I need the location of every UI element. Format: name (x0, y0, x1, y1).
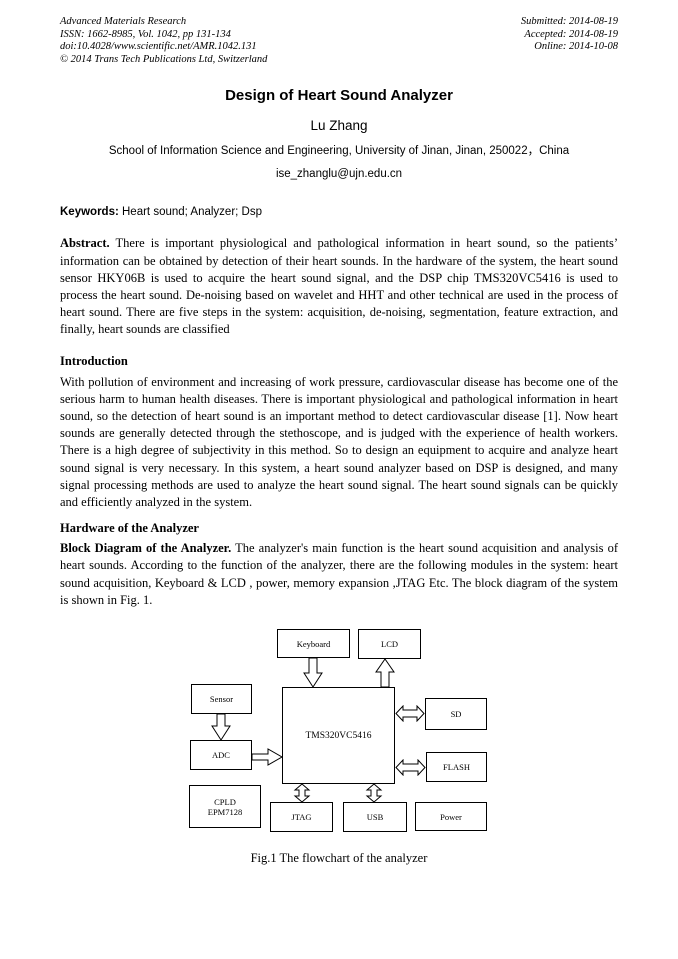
accepted-date: Accepted: 2014-08-19 (524, 28, 618, 40)
journal-info: Advanced Materials Research ISSN: 1662-8… (60, 16, 267, 66)
diagram-box-power: Power (415, 802, 487, 832)
block-diagram-text: The analyzer's main function is the hear… (60, 541, 619, 607)
introduction-paragraph: With pollution of environment and increa… (60, 374, 618, 510)
section-heading-hardware: Hardware of the Analyzer (60, 521, 199, 536)
diagram-box-cpld: CPLD EPM7128 (189, 785, 261, 829)
block-diagram-label: Block Diagram of the Analyzer. (60, 541, 232, 556)
figure-block-diagram: Keyboard LCD Sensor TMS320VC5416 SD ADC … (185, 627, 495, 837)
submission-info: Submitted: 2014-08-19 Accepted: 2014-08-… (521, 16, 618, 66)
diagram-box-sensor: Sensor (191, 684, 252, 715)
author-email: ise_zhanglu@ujn.edu.cn (275, 168, 403, 181)
abstract-label: Abstract. (60, 236, 110, 251)
diagram-box-usb: USB (343, 802, 407, 833)
paper-title: Design of Heart Sound Analyzer (225, 87, 453, 105)
page-content: Advanced Materials Research ISSN: 1662-8… (60, 16, 618, 866)
cpld-label-line2: EPM7128 (207, 806, 243, 817)
abstract-text: There is important physiological and pat… (60, 236, 618, 337)
keywords-line: Keywords: Heart sound; Analyzer; Dsp (60, 206, 618, 218)
journal-copyright: © 2014 Trans Tech Publications Ltd, Swit… (60, 53, 268, 65)
diagram-box-dsp: TMS320VC5416 (282, 687, 395, 785)
figure-caption: Fig.1 The flowchart of the analyzer (250, 851, 428, 866)
keywords-label: Keywords: (60, 206, 119, 219)
journal-issn-volume: ISSN: 1662-8985, Vol. 1042, pp 131-134 (60, 28, 231, 40)
submitted-date: Submitted: 2014-08-19 (520, 16, 618, 27)
abstract-paragraph: Abstract. There is important physiologic… (60, 235, 618, 338)
journal-name: Advanced Materials Research (60, 16, 187, 27)
arrow-dsp-usb-bidirectional-icon (365, 783, 383, 803)
diagram-box-flash: FLASH (426, 752, 487, 783)
diagram-box-lcd: LCD (358, 629, 421, 660)
online-date: Online: 2014-10-08 (534, 41, 618, 53)
cpld-label-line1: CPLD (214, 796, 236, 807)
diagram-box-keyboard: Keyboard (277, 629, 350, 659)
arrow-dsp-flash-bidirectional-icon (395, 759, 426, 777)
author-name: Lu Zhang (310, 118, 368, 134)
keywords-text: Heart sound; Analyzer; Dsp (122, 206, 262, 219)
diagram-box-jtag: JTAG (270, 802, 333, 833)
arrow-sensor-to-adc-icon (211, 713, 231, 741)
arrow-dsp-sd-bidirectional-icon (395, 705, 425, 723)
block-diagram-paragraph: Block Diagram of the Analyzer. The analy… (60, 540, 618, 609)
arrow-dsp-jtag-bidirectional-icon (293, 783, 311, 803)
arrow-dsp-to-lcd-icon (375, 658, 395, 688)
affiliation: School of Information Science and Engine… (108, 145, 570, 158)
diagram-box-adc: ADC (190, 740, 252, 771)
arrow-adc-to-dsp-icon (251, 748, 283, 766)
page-header: Advanced Materials Research ISSN: 1662-8… (60, 16, 618, 66)
arrow-keyboard-to-dsp-icon (303, 657, 323, 688)
journal-doi: doi:10.4028/www.scientific.net/AMR.1042.… (60, 41, 257, 53)
diagram-box-sd: SD (425, 698, 487, 731)
section-heading-introduction: Introduction (60, 353, 128, 368)
